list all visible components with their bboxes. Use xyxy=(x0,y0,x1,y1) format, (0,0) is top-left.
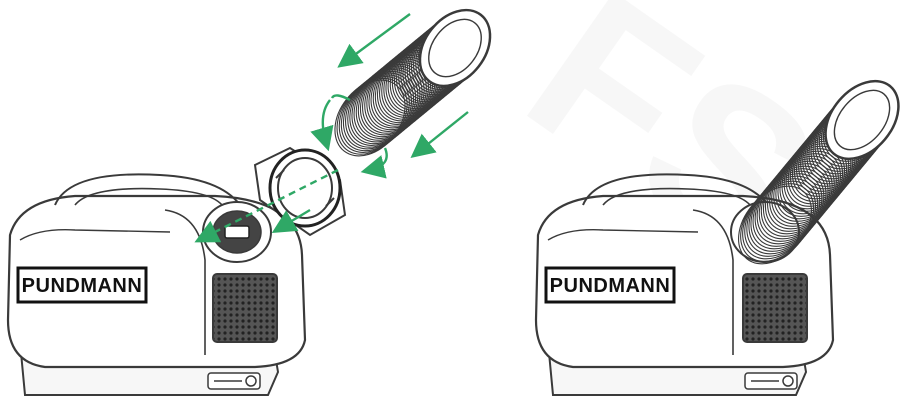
left-exhaust-port xyxy=(203,202,271,262)
hose-icon xyxy=(321,0,505,170)
left-brand-label: PUNDMANN xyxy=(22,275,143,297)
left-body: PUNDMANN xyxy=(8,174,305,367)
grille-icon xyxy=(743,274,807,342)
left-unit: PUNDMANN xyxy=(8,0,504,395)
right-brand-label: PUNDMANN xyxy=(550,275,671,297)
right-body: PUNDMANN xyxy=(536,174,833,367)
grille-icon xyxy=(213,274,277,342)
